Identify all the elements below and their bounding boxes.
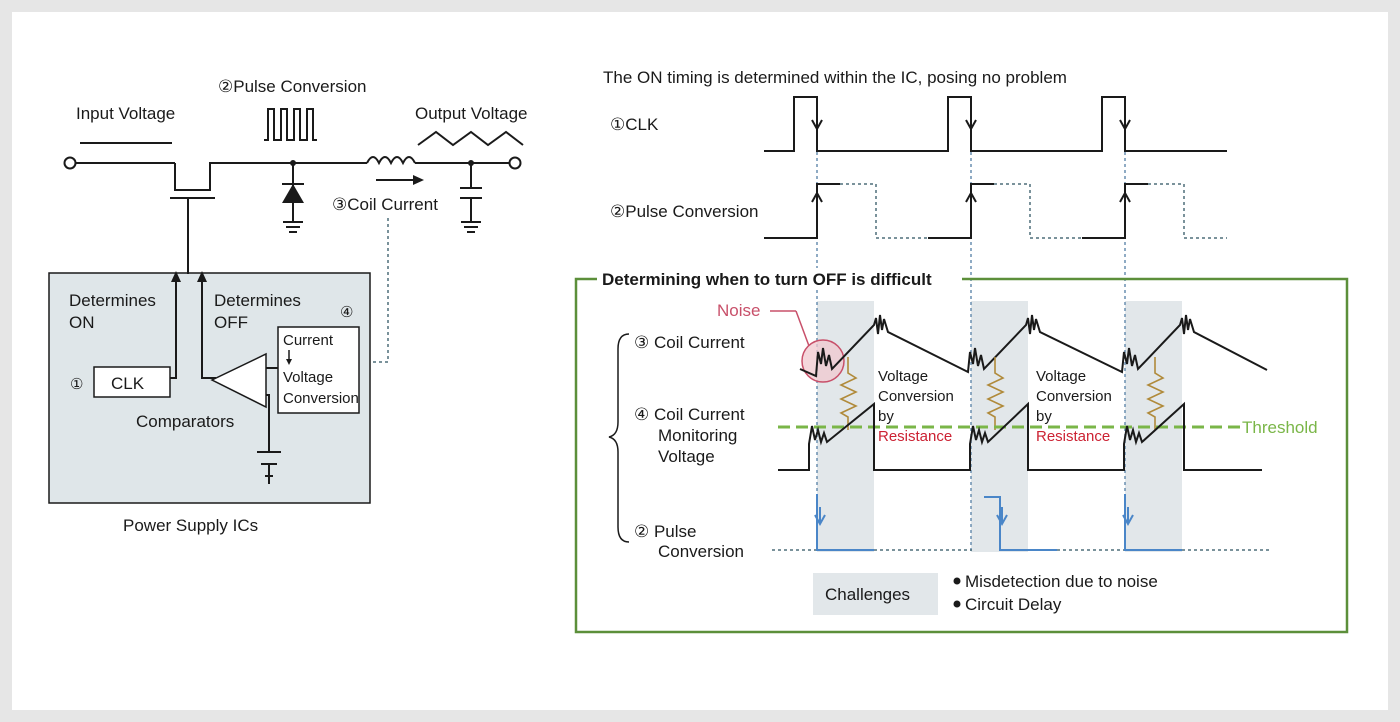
pulse-waveform-2 <box>928 183 994 239</box>
ground-icon <box>461 221 481 233</box>
conversion-box <box>277 326 360 414</box>
pulse2-arrow-1-head <box>814 514 826 527</box>
coil-arrow-head <box>413 175 424 185</box>
determines-on-label: Determines <box>69 291 156 310</box>
box-title: Determining when to turn OFF is difficul… <box>602 270 932 289</box>
pulse-signal-label: ②Pulse Conversion <box>610 202 758 221</box>
monitor-label-1: ④ Coil Current <box>634 405 745 424</box>
timing: The ON timing is determined within the I… <box>574 68 1349 634</box>
determines-off-label-2: OFF <box>214 313 248 332</box>
clk-arrow-1-head <box>811 119 823 132</box>
signal-brace <box>608 333 630 543</box>
voltage-text: Voltage <box>283 369 333 386</box>
pulse-arrow-1-head <box>811 190 823 203</box>
clk-signal-label: ①CLK <box>610 115 659 134</box>
pulse2-arrow-3-head <box>1122 514 1134 527</box>
comparator-ref <box>266 394 270 452</box>
input-terminal <box>63 156 77 170</box>
resistor-icon <box>1146 357 1165 430</box>
vc-label-2-line4: Resistance <box>1036 428 1110 445</box>
current-text: Current <box>283 332 334 349</box>
switch-channel <box>174 162 367 191</box>
noise-circle <box>801 339 845 383</box>
off-arrow-head <box>197 271 207 282</box>
output-terminal <box>508 156 522 170</box>
clk-box <box>93 366 171 398</box>
threshold-label: Threshold <box>1242 418 1318 437</box>
marker-4: ④ <box>340 304 353 321</box>
pulse-dotted-3 <box>1148 183 1227 239</box>
noise-label: Noise <box>717 301 760 320</box>
pulse-waveform-3 <box>1082 183 1148 239</box>
vc-label-1-line1: Voltage <box>878 368 928 385</box>
bullet-2-text: Circuit Delay <box>965 595 1062 614</box>
coil-sense-dotted <box>370 218 389 363</box>
clk-label: CLK <box>111 374 145 393</box>
pulse-arrow-2-head <box>965 190 977 203</box>
shade-3 <box>1125 301 1182 552</box>
resistor-icon <box>839 357 858 430</box>
input-voltage-label: Input Voltage <box>76 104 175 123</box>
pulse-dotted-1 <box>840 183 928 239</box>
monitor-wave <box>778 401 1262 471</box>
pulse2-arrow-2-head <box>996 514 1008 527</box>
determines-on-label-2: ON <box>69 313 95 332</box>
pulse2-wave-2 <box>984 496 1057 551</box>
marker-1: ① <box>70 376 83 393</box>
vc-label-2-line1: Voltage <box>1036 368 1086 385</box>
clk-arrow-3-head <box>1119 119 1131 132</box>
clk-waveform <box>764 96 1227 152</box>
diagram-frame: Input Voltage ②Pulse Conversion Output V… <box>12 12 1388 710</box>
clk-arrow-2-head <box>965 119 977 132</box>
output-voltage-label: Output Voltage <box>415 104 527 123</box>
output-ripple <box>417 130 524 147</box>
on-arrow-head <box>171 271 181 282</box>
inductor-icon <box>366 156 416 166</box>
pulse-glyph <box>264 108 317 141</box>
conversion-arrow-head <box>286 359 292 365</box>
noise-pointer-2 <box>795 310 810 347</box>
box-title-bg <box>597 268 962 290</box>
monitor-label-3: Voltage <box>658 447 715 466</box>
challenges-label: Challenges <box>825 585 910 604</box>
vc-label-2-line2: Conversion <box>1036 388 1112 405</box>
ground-icon <box>283 221 303 233</box>
pulse-waveform-1 <box>764 183 840 239</box>
pulse2-label-1: ② Pulse <box>634 522 697 541</box>
determines-off-label: Determines <box>214 291 301 310</box>
bullet-icon <box>953 577 961 585</box>
diagram-svg: Input Voltage ②Pulse Conversion Output V… <box>48 68 1349 634</box>
off-arrow-line <box>201 278 216 379</box>
pulse-conversion-label: ②Pulse Conversion <box>218 77 366 96</box>
bullet-1-text: Misdetection due to noise <box>965 572 1158 591</box>
top-note: The ON timing is determined within the I… <box>603 68 1067 87</box>
vc-label-1-line3: by <box>878 408 894 425</box>
comparator-icon <box>210 352 267 409</box>
circuit: Input Voltage ②Pulse Conversion Output V… <box>48 77 527 535</box>
vc-label-2-line3: by <box>1036 408 1052 425</box>
conversion-text: Conversion <box>283 390 359 407</box>
coil-current-label: ③Coil Current <box>332 195 438 214</box>
vc-label-1-line4: Resistance <box>878 428 952 445</box>
comparators-label: Comparators <box>136 412 234 431</box>
pulse-arrow-3-head <box>1119 190 1131 203</box>
pulse2-wave-3 <box>1124 494 1182 551</box>
diode-icon <box>282 184 304 203</box>
bullet-icon <box>953 600 961 608</box>
resistor-icon <box>986 357 1005 430</box>
coil-current-wave <box>799 314 1268 378</box>
pulse-dotted-2 <box>994 183 1082 239</box>
coil-current-signal-label: ③ Coil Current <box>634 333 745 352</box>
pulse2-wave-1 <box>816 494 874 551</box>
vc-label-1-line2: Conversion <box>878 388 954 405</box>
challenges-box <box>813 573 938 615</box>
monitor-label-2: Monitoring <box>658 426 737 445</box>
pulse2-label-2: Conversion <box>658 542 744 561</box>
ic-label: Power Supply ICs <box>123 516 258 535</box>
on-arrow-line <box>170 278 177 379</box>
